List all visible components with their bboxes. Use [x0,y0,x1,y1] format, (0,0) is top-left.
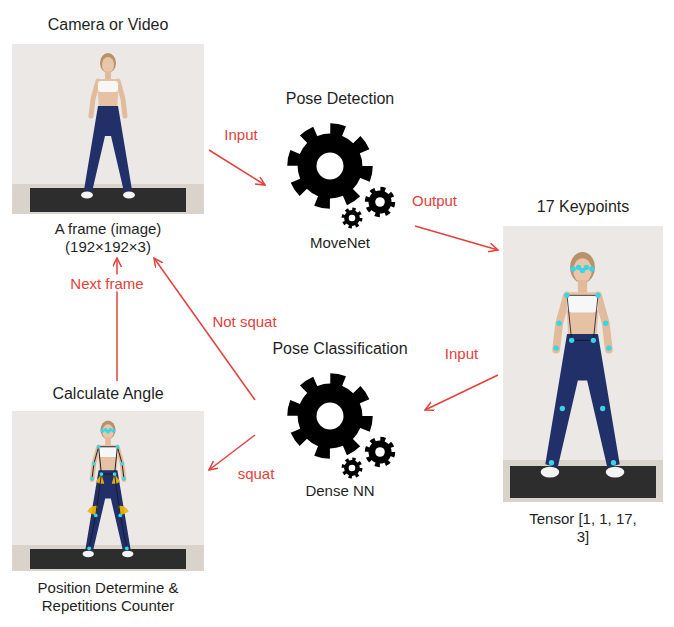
edge-label: squat [235,464,278,481]
picture-area [9,411,207,571]
flow-arrow [415,226,498,250]
node-caption: A frame (image) (192×192×3) [38,220,178,256]
gear-icon [294,130,393,227]
image-node: 17 KeypointsTensor [1, 1, 17, 3] [500,196,666,546]
keypoints-photo [503,226,663,502]
node-caption: Dense NN [265,482,415,500]
gear-icon [294,380,393,477]
picture-area [500,226,666,502]
gear-node: Pose ClassificationDense NN [257,338,423,500]
edge-label: Input [221,125,260,142]
picture-area [267,116,413,226]
node-title: Camera or Video [9,14,207,36]
image-node: Camera or Video A frame (image) (192×192×… [9,14,207,256]
picture-area [9,44,207,214]
node-caption: Position Determine & Repetitions Counter [23,579,193,615]
edge-label: Output [409,192,460,209]
photo-frame [12,44,204,214]
node-title: 17 Keypoints [500,196,666,218]
node-caption: MoveNet [275,234,405,252]
edge-label: Input [442,344,481,361]
node-caption: Tensor [1, 1, 17, 3] [528,510,638,546]
edge-label: Next frame [67,274,146,291]
node-title: Pose Classification [257,338,423,360]
node-title: Calculate Angle [9,383,207,405]
angle-photo [12,411,204,571]
node-title: Pose Detection [267,88,413,110]
flow-arrow [209,150,265,185]
gear-node: Pose DetectionMoveNet [267,88,413,252]
edge-label: Not squat [209,313,279,330]
image-node: Calculate AnglePosition Determine & Repe… [9,383,207,615]
picture-area [257,366,423,476]
flow-arrow [425,375,498,410]
